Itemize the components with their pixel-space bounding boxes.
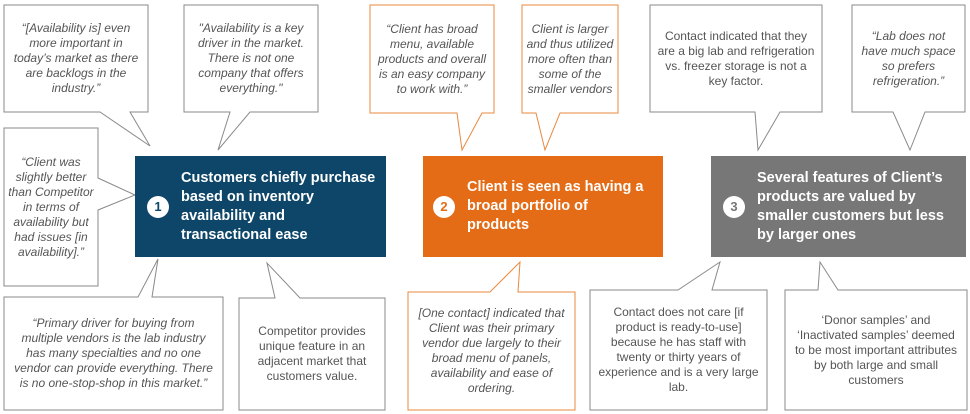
quote-t2-bottom: [One contact] indicated that Client was …	[418, 306, 565, 395]
bubble-t3-bottom-left	[589, 260, 768, 411]
bubble-t1-bottom-left	[3, 258, 224, 411]
bubble-t1-left	[3, 127, 137, 287]
theme-1-title: Customers chiefly purchase based on inve…	[181, 169, 376, 243]
bubble-t2-top-left	[369, 4, 495, 152]
theme-2-number-badge: 2	[433, 195, 455, 218]
theme-2-title: Client is seen as having a broad portfol…	[467, 179, 644, 233]
quote-t3-top-left: Contact indicated that they are a big la…	[657, 28, 815, 88]
quote-t1-top-left: “[Availability is] even more important i…	[13, 21, 139, 95]
bubble-t2-bottom	[407, 260, 576, 411]
quote-t2-top-right: Client is larger and thus utilized more …	[526, 21, 614, 96]
theme-2-banner: 2 Client is seen as having a broad portf…	[423, 156, 663, 257]
theme-3-title: Several features of Client’s products ar…	[757, 169, 944, 243]
bubble-t1-top-left	[3, 4, 151, 147]
quote-t1-left: “Client was slightly better than Competi…	[8, 154, 94, 259]
quote-t3-top-right: “Lab does not have much space so prefers…	[861, 28, 956, 88]
theme-1-number-badge: 1	[147, 195, 169, 218]
quote-t3-bottom-right: ‘Donor samples’ and ‘Inactivated samples…	[794, 312, 958, 387]
theme-1-banner: 1 Customers chiefly purchase based on in…	[135, 156, 386, 257]
bubble-t3-top-left	[649, 4, 823, 152]
bubble-t2-top-right	[521, 4, 619, 152]
quote-t1-top-right: "Availability is a key driver in the mar…	[197, 21, 305, 95]
theme-3-banner: 3 Several features of Client’s products …	[711, 156, 966, 257]
bubble-t1-top-right	[183, 4, 319, 151]
bubble-t3-top-right	[851, 4, 966, 152]
quote-t2-top-left: “Client has broad menu, available produc…	[377, 21, 487, 96]
quote-t1-bottom-left: “Primary driver for buying from multiple…	[14, 316, 213, 390]
theme-3-number-badge: 3	[723, 195, 745, 218]
quote-t3-bottom-left: Contact does not care [if product is rea…	[598, 305, 759, 394]
bubble-t1-bottom-right	[238, 261, 386, 411]
bubble-t3-bottom-right	[784, 260, 968, 411]
quote-t1-bottom-right: Competitor provides unique feature in an…	[257, 324, 367, 383]
